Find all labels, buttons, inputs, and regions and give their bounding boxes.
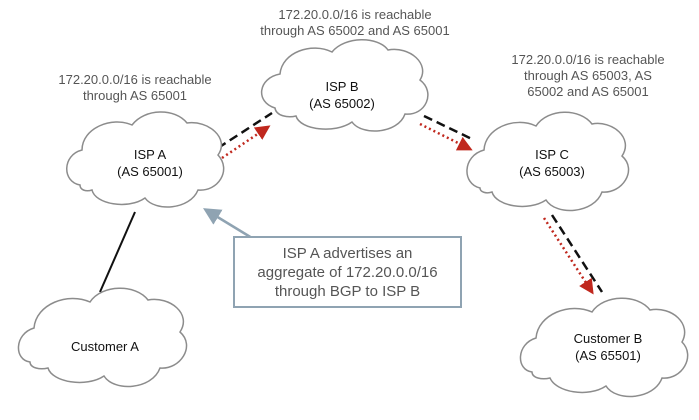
label-isp-a: ISP A (AS 65001) (95, 146, 205, 180)
customer-b-as: (AS 65501) (575, 348, 641, 363)
callout-box: ISP A advertises an aggregate of 172.20.… (233, 236, 462, 308)
annotation-isp-b-reach: 172.20.0.0/16 is reachable through AS 65… (260, 7, 450, 38)
cloud-isp-a (66, 111, 225, 208)
label-isp-c: ISP C (AS 65003) (497, 146, 607, 180)
customer-a-name: Customer A (71, 339, 139, 354)
label-customer-a: Customer A (45, 338, 165, 355)
bgp-session-isp-c-customer-b (550, 214, 604, 293)
isp-b-name: ISP B (325, 79, 359, 94)
customer-b-name: Customer B (573, 331, 643, 346)
callout-arrow (203, 208, 253, 240)
link-isp-a-customer-a (99, 211, 136, 293)
advertisement-arrow-b-to-c (419, 122, 473, 151)
bgp-session-isp-b-isp-c (423, 114, 475, 142)
cloud-isp-b (260, 39, 429, 132)
advertisement-arrow-a-to-b (221, 125, 271, 160)
advertisement-arrow-c-to-customer-b (542, 217, 594, 295)
label-customer-b: Customer B (AS 65501) (548, 330, 668, 364)
cloud-customer-b (519, 297, 689, 398)
isp-a-name: ISP A (133, 147, 167, 162)
cloud-isp-c (466, 111, 630, 212)
annotation-isp-a-reach: 172.20.0.0/16 is reachable through AS 65… (58, 72, 212, 103)
cloud-customer-a (17, 287, 188, 388)
label-isp-b: ISP B (AS 65002) (287, 78, 397, 112)
bgp-session-isp-a-isp-b (217, 111, 273, 150)
isp-a-as: (AS 65001) (117, 164, 183, 179)
isp-c-as: (AS 65003) (519, 164, 585, 179)
isp-b-as: (AS 65002) (309, 96, 375, 111)
annotation-isp-c-reach: 172.20.0.0/16 is reachable through AS 65… (511, 52, 665, 99)
isp-c-name: ISP C (535, 147, 569, 162)
